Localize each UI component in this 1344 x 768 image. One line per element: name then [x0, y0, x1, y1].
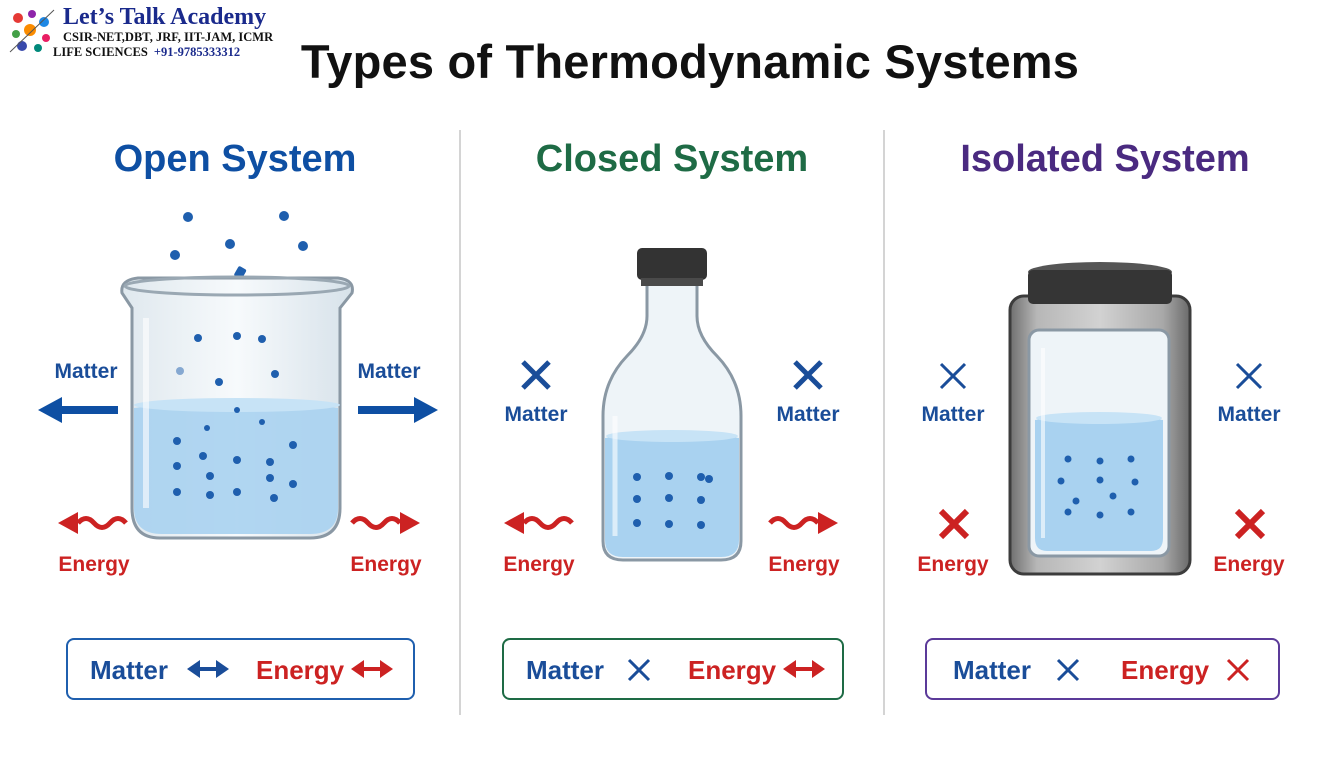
open-system-title: Open System	[113, 138, 357, 180]
wavy-arrow-left-icon	[504, 512, 574, 534]
wavy-arrow-right-icon	[350, 512, 420, 534]
page-title: Types of Thermodynamic Systems	[300, 35, 1080, 88]
cross-icon	[1235, 362, 1263, 390]
open-energy-right-label: Energy	[350, 553, 422, 576]
logo-name: Let’s Talk Academy	[63, 4, 267, 30]
logo-mark-icon	[9, 9, 55, 53]
isolated-matter-left-label: Matter	[921, 403, 985, 426]
closed-system-summary: Matter Energy	[502, 638, 844, 700]
panel-open-system: Open System Matter Matter	[0, 130, 460, 730]
isolated-energy-left-label: Energy	[917, 553, 989, 576]
summary-energy-label: Energy	[1121, 655, 1210, 685]
closed-energy-left-label: Energy	[503, 553, 575, 576]
closed-matter-left-label: Matter	[504, 403, 568, 426]
summary-matter-label: Matter	[90, 655, 169, 685]
wavy-arrow-left-icon	[58, 512, 128, 534]
arrow-right-icon	[358, 397, 438, 423]
panel-closed-system: Closed System Matter Matter Energy Energ…	[461, 130, 883, 730]
bottle-icon	[601, 248, 743, 562]
isolated-system-summary: Matter Energy	[925, 638, 1280, 700]
open-matter-left-label: Matter	[54, 360, 118, 383]
summary-matter-label: Matter	[526, 655, 605, 685]
wavy-arrow-right-icon	[768, 512, 838, 534]
insulated-jar-icon	[1008, 262, 1192, 576]
open-energy-left-label: Energy	[58, 553, 130, 576]
divider-left	[459, 130, 461, 715]
panel-isolated-system: Isolated System Matter Matter Energy	[885, 130, 1325, 730]
logo-field: LIFE SCIENCES	[53, 45, 148, 59]
isolated-matter-right-label: Matter	[1217, 403, 1281, 426]
open-system-summary: Matter Energy	[66, 638, 415, 700]
isolated-energy-right-label: Energy	[1213, 553, 1285, 576]
arrow-left-icon	[38, 397, 118, 423]
cross-icon	[627, 658, 651, 682]
logo-contact: LIFE SCIENCES +91-9785333312	[53, 45, 240, 60]
logo-phone: +91-9785333312	[153, 45, 241, 59]
summary-matter-label: Matter	[953, 655, 1032, 685]
academy-logo: Let’s Talk Academy CSIR-NET,DBT, JRF, II…	[6, 4, 286, 60]
double-arrow-icon	[783, 660, 825, 678]
open-matter-right-label: Matter	[357, 360, 421, 383]
summary-energy-label: Energy	[688, 655, 777, 685]
cross-icon	[938, 508, 970, 540]
double-arrow-icon	[351, 660, 393, 678]
logo-subtitle: CSIR-NET,DBT, JRF, IIT-JAM, ICMR	[63, 30, 274, 44]
cross-icon	[1056, 658, 1080, 682]
double-arrow-icon	[187, 660, 229, 678]
cross-icon	[1226, 658, 1250, 682]
closed-energy-right-label: Energy	[768, 553, 840, 576]
beaker-icon	[120, 211, 354, 540]
closed-system-title: Closed System	[535, 138, 809, 180]
divider-right	[883, 130, 885, 715]
cross-icon	[521, 360, 551, 390]
closed-matter-right-label: Matter	[776, 403, 840, 426]
isolated-system-title: Isolated System	[960, 138, 1250, 180]
cross-icon	[1234, 508, 1266, 540]
rising-particles	[170, 211, 308, 279]
cross-icon	[939, 362, 967, 390]
summary-energy-label: Energy	[256, 655, 345, 685]
cross-icon	[793, 360, 823, 390]
